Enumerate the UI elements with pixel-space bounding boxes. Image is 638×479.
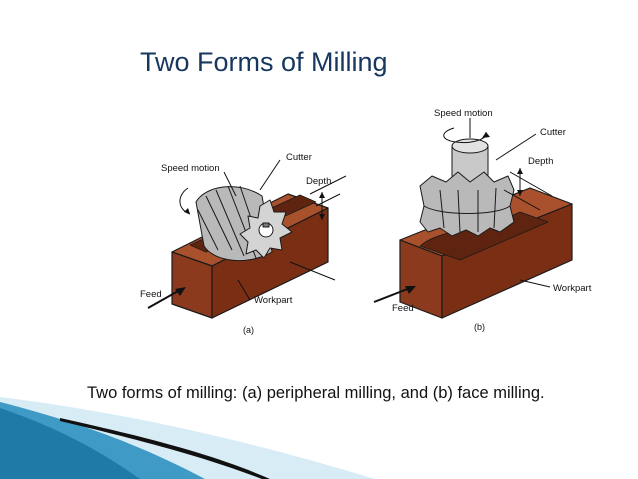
workpart-label-b: Workpart bbox=[553, 283, 592, 294]
decorative-swoosh bbox=[0, 397, 375, 479]
cutter-label-a: Cutter bbox=[286, 152, 312, 163]
depth-label-a: Depth bbox=[306, 176, 331, 187]
speed-motion-label-b: Speed motion bbox=[434, 108, 493, 119]
cutter-b bbox=[419, 138, 515, 237]
speed-motion-label-a: Speed motion bbox=[161, 163, 220, 174]
workpart-label-a: Workpart bbox=[254, 295, 293, 306]
sublabel-b: (b) bbox=[474, 322, 485, 332]
feed-label-b: Feed bbox=[392, 303, 414, 314]
figure-a-peripheral-milling: Speed motion Cutter Depth Feed Workpart … bbox=[140, 152, 347, 335]
depth-label-b: Depth bbox=[528, 156, 553, 167]
cutter-a bbox=[195, 185, 293, 262]
slide-title: Two Forms of Milling bbox=[140, 47, 388, 77]
figure-caption: Two forms of milling: (a) peripheral mil… bbox=[87, 384, 545, 402]
figure-b-face-milling: Speed motion Cutter Depth Feed Workpart … bbox=[373, 108, 592, 332]
sublabel-a: (a) bbox=[243, 325, 254, 335]
cutter-label-b: Cutter bbox=[540, 127, 566, 138]
feed-label-a: Feed bbox=[140, 289, 162, 300]
